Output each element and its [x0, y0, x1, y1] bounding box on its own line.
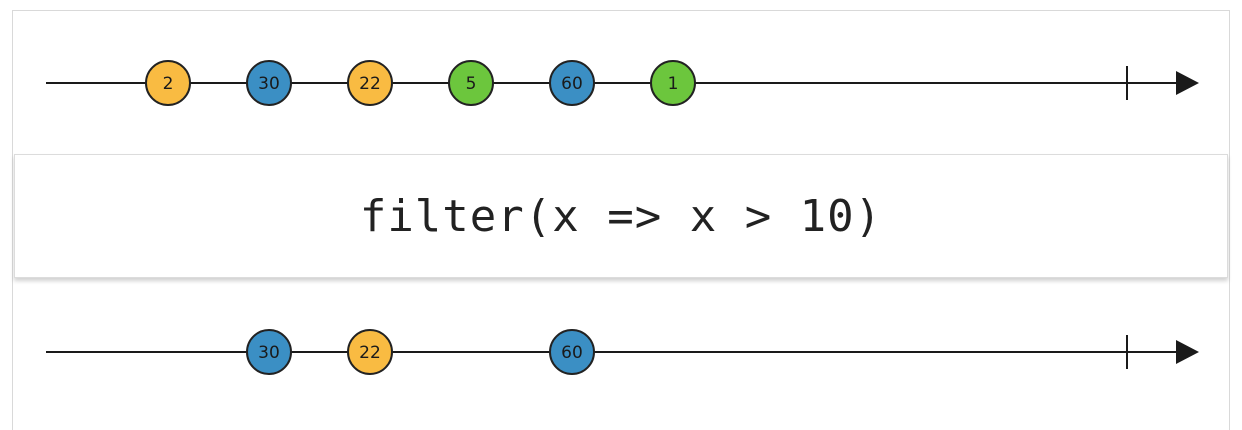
output-marble-circle	[549, 329, 595, 375]
input-marble-circle	[145, 60, 191, 106]
operator-label: filter(x => x > 10)	[359, 190, 883, 242]
input-timeline: 2 30 22 5 60 1	[0, 48, 1242, 118]
input-marble-label: 5	[466, 74, 477, 94]
input-marble-label: 22	[359, 74, 381, 94]
input-marble-label: 1	[668, 74, 679, 94]
input-marble: 22	[347, 60, 393, 106]
input-arrow-head	[1176, 71, 1199, 95]
input-marble-circle	[448, 60, 494, 106]
input-marble: 60	[549, 60, 595, 106]
output-marble: 60	[549, 329, 595, 375]
input-marble-circle	[246, 60, 292, 106]
output-marble-label: 30	[258, 343, 280, 363]
input-marble-circle	[347, 60, 393, 106]
input-marble-label: 2	[163, 74, 174, 94]
input-marble: 30	[246, 60, 292, 106]
output-marble: 30	[246, 329, 292, 375]
input-marble: 5	[448, 60, 494, 106]
input-marble-circle	[549, 60, 595, 106]
input-marble: 1	[650, 60, 696, 106]
output-marble: 22	[347, 329, 393, 375]
output-marble-label: 60	[561, 343, 583, 363]
input-marble: 2	[145, 60, 191, 106]
input-timeline-svg: 2 30 22 5 60 1	[46, 60, 1199, 106]
input-marble-label: 30	[258, 74, 280, 94]
output-marble-circle	[246, 329, 292, 375]
output-timeline: 30 22 60	[0, 317, 1242, 387]
output-arrow-head	[1176, 340, 1199, 364]
output-marble-circle	[347, 329, 393, 375]
input-marble-circle	[650, 60, 696, 106]
input-marble-label: 60	[561, 74, 583, 94]
output-marble-label: 22	[359, 343, 381, 363]
output-timeline-svg: 30 22 60	[46, 329, 1199, 375]
operator-box: filter(x => x > 10)	[14, 154, 1228, 278]
